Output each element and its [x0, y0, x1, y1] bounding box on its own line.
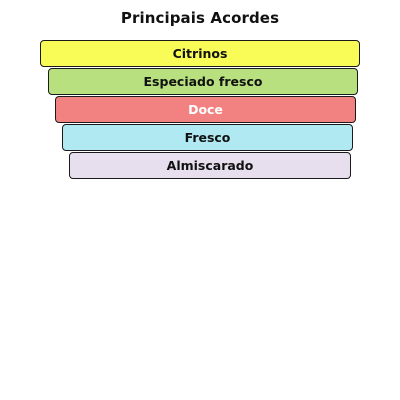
accord-bar: Almiscarado	[69, 152, 351, 179]
accord-bar: Especiado fresco	[48, 68, 358, 95]
panel-title: Principais Acordes	[120, 9, 280, 27]
accord-label: Citrinos	[172, 46, 228, 61]
accord-label: Almiscarado	[166, 158, 254, 173]
accord-label: Fresco	[184, 130, 231, 145]
accord-label: Doce	[188, 102, 223, 117]
accord-bar: Fresco	[62, 124, 353, 151]
accord-bar: Citrinos	[40, 40, 360, 67]
accord-label: Especiado fresco	[143, 74, 263, 89]
accord-bar: Doce	[55, 96, 356, 123]
